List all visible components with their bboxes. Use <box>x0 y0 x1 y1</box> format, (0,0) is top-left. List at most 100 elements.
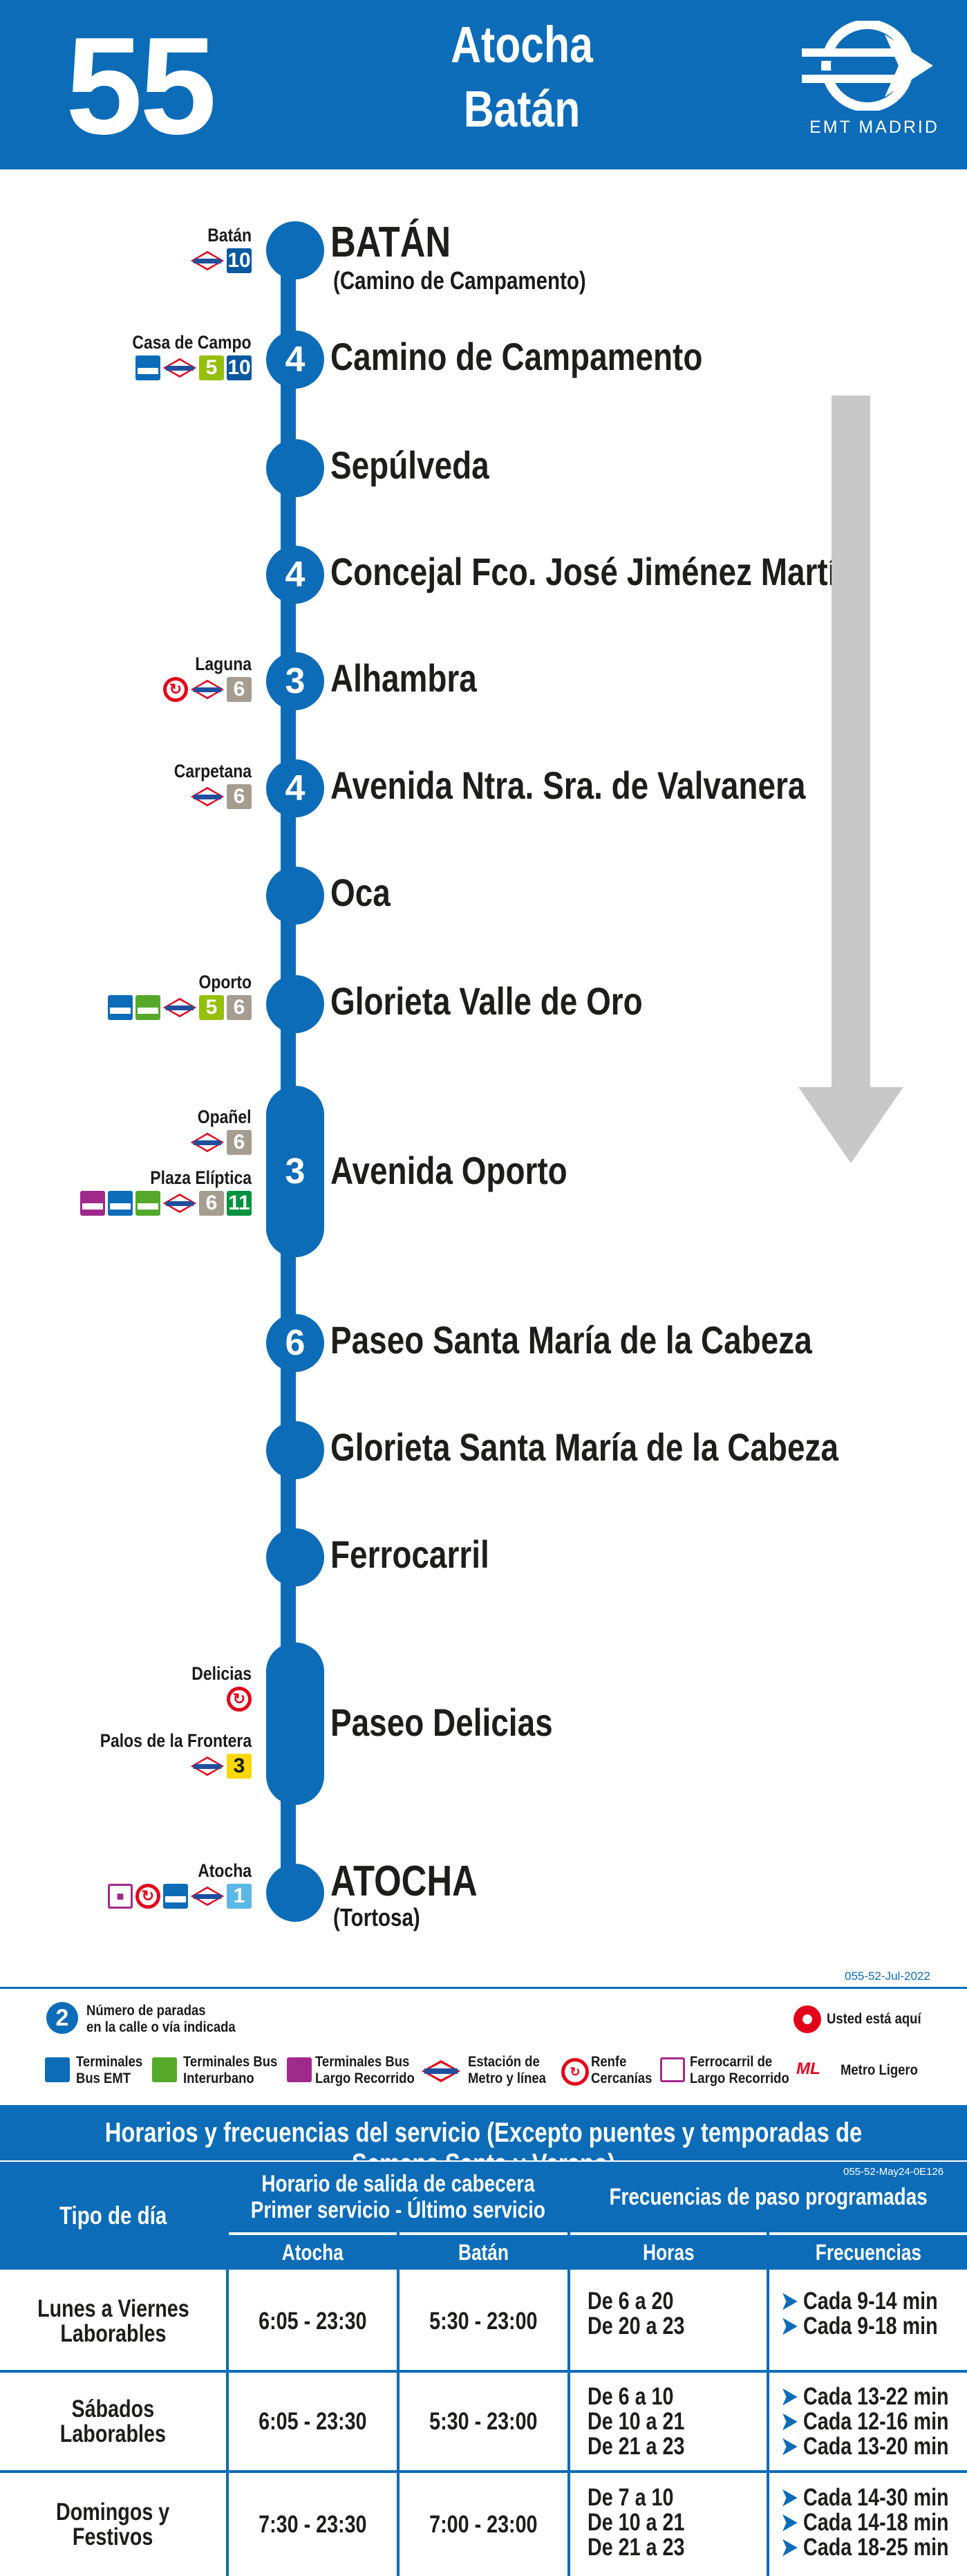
connection-name: Plaza Elíptica <box>150 1167 252 1188</box>
connection-name: Atocha <box>198 1860 252 1881</box>
metro-icon <box>163 358 196 378</box>
stop-name: Glorieta Valle de Oro <box>330 979 643 1023</box>
col-batan: Batán <box>400 2235 567 2270</box>
metro-line-badge: 11 <box>227 1191 252 1216</box>
stop-count: 4 <box>285 340 306 380</box>
destination-2: Batán <box>463 80 581 138</box>
cell-atocha: 6:05 - 23:30 <box>259 2407 367 2435</box>
metro-ligero-icon: ML <box>796 2059 820 2078</box>
connection-batan: Batán 10 <box>191 225 252 273</box>
cell-batan: 7:00 - 23:00 <box>429 2510 538 2538</box>
connection-delicias: Delicias ↻ <box>181 1663 252 1712</box>
stop-count: 3 <box>285 1151 306 1192</box>
stop-name: Concejal Fco. José Jiménez Martín <box>330 550 856 593</box>
connection-plaza-eliptica: Plaza Elíptica ▬ ▬ ▬ 6 11 <box>80 1167 252 1216</box>
legend-text: Número de paradas <box>86 2003 206 2019</box>
grid-line <box>767 2232 769 2576</box>
stop-marker <box>266 439 324 497</box>
bus-emt-icon: ▬ <box>163 1884 188 1909</box>
legend-text: en la calle o vía indicada <box>86 2019 236 2035</box>
stop-count: 3 <box>285 661 306 701</box>
stop-marker <box>266 1864 324 1922</box>
bus-largo-recorrido-icon: ▬ <box>80 1191 105 1216</box>
stop-marker: 3 <box>266 652 324 710</box>
metro-line-badge: 10 <box>227 248 252 273</box>
bus-largo-recorrido-icon <box>287 2057 312 2082</box>
emt-logo: EMT MADRID <box>802 19 940 145</box>
legend-stops-text: Número de paradas en la calle o vía indi… <box>86 2003 236 2036</box>
stop-count: 4 <box>285 555 306 595</box>
metro-line-badge: 5 <box>199 355 224 380</box>
stop-count: 6 <box>285 1323 306 1363</box>
stop-marker: 6 <box>266 1314 324 1372</box>
stop-marker <box>266 867 324 925</box>
ferrocarril-largo-recorrido-icon <box>660 2057 685 2082</box>
connection-name: Carpetana <box>173 761 252 781</box>
stop-marker <box>266 1642 324 1805</box>
bus-interurbano-icon: ▬ <box>135 995 160 1020</box>
cell-batan: 5:30 - 23:00 <box>429 2407 538 2435</box>
grid-line <box>0 2470 967 2473</box>
stop-name: Ferrocarril <box>330 1532 489 1576</box>
stop-name: Alhambra <box>330 656 477 700</box>
stop-subtitle: (Tortosa) <box>333 1903 420 1931</box>
stop-name: Oca <box>330 871 391 914</box>
stop-marker <box>266 221 324 279</box>
bus-emt-icon: ▬ <box>108 1191 133 1216</box>
bus-emt-icon <box>45 2057 70 2082</box>
metro-line-badge: 6 <box>227 784 252 809</box>
stop-name: Camino de Campamento <box>330 335 703 378</box>
stop-marker: 4 <box>266 546 324 604</box>
stop-count: 4 <box>285 768 306 808</box>
stop-marker: 4 <box>266 759 324 817</box>
bus-emt-icon: ▬ <box>135 355 160 380</box>
connection-atocha: Atocha ■ ↻ ▬ 1 <box>108 1860 252 1909</box>
stop-name: Paseo Santa María de la Cabeza <box>330 1318 812 1362</box>
metro-icon <box>422 2060 460 2082</box>
connection-laguna: Laguna ↻ 6 <box>163 654 252 702</box>
connection-name: Batán <box>207 225 252 245</box>
grid-line <box>397 2232 400 2576</box>
stop-name: Glorieta Santa María de la Cabeza <box>330 1425 838 1469</box>
renfe-icon: ↻ <box>561 2058 589 2086</box>
metro-line-badge: 3 <box>227 1754 252 1779</box>
logo-text: EMT MADRID <box>809 118 939 137</box>
stop-name: BATÁN <box>330 219 451 266</box>
bus-interurbano-icon <box>152 2057 177 2082</box>
cell-atocha: 7:30 - 23:30 <box>259 2510 367 2538</box>
connection-name: Delicias <box>191 1663 252 1684</box>
metro-icon <box>191 787 224 806</box>
destination-1: Atocha <box>451 16 593 73</box>
metro-line-badge: 6 <box>227 1130 252 1155</box>
connection-name: Palos de la Frontera <box>100 1730 252 1751</box>
connection-opanel: Opañel 6 <box>188 1106 252 1155</box>
direction-arrow <box>832 396 870 1087</box>
stop-marker <box>266 1528 324 1586</box>
connection-name: Laguna <box>195 654 252 674</box>
you-are-here-icon <box>794 2005 821 2033</box>
direction-arrow-head <box>798 1087 903 1163</box>
stop-name: Paseo Delicias <box>330 1701 553 1744</box>
connection-name: Opañel <box>198 1106 252 1127</box>
header-bar: 55 Atocha Batán EMT MADRID <box>0 0 967 169</box>
connection-oporto: Oporto ▬ ▬ 5 6 <box>108 972 252 1020</box>
emt-logo-icon <box>802 19 933 112</box>
metro-line-badge: 6 <box>227 677 252 702</box>
stop-subtitle: (Camino de Campamento) <box>333 266 586 295</box>
metro-icon <box>163 998 196 1017</box>
cell-frecuencias: ➤ Cada 14-30 min ➤ Cada 14-18 min ➤ Cada… <box>781 2484 949 2561</box>
line-number: 55 <box>66 9 216 163</box>
metro-icon <box>191 1133 224 1152</box>
stop-name: Avenida Oporto <box>330 1149 567 1192</box>
stop-marker <box>266 1421 324 1479</box>
stop-name: Sepúlveda <box>330 443 489 487</box>
